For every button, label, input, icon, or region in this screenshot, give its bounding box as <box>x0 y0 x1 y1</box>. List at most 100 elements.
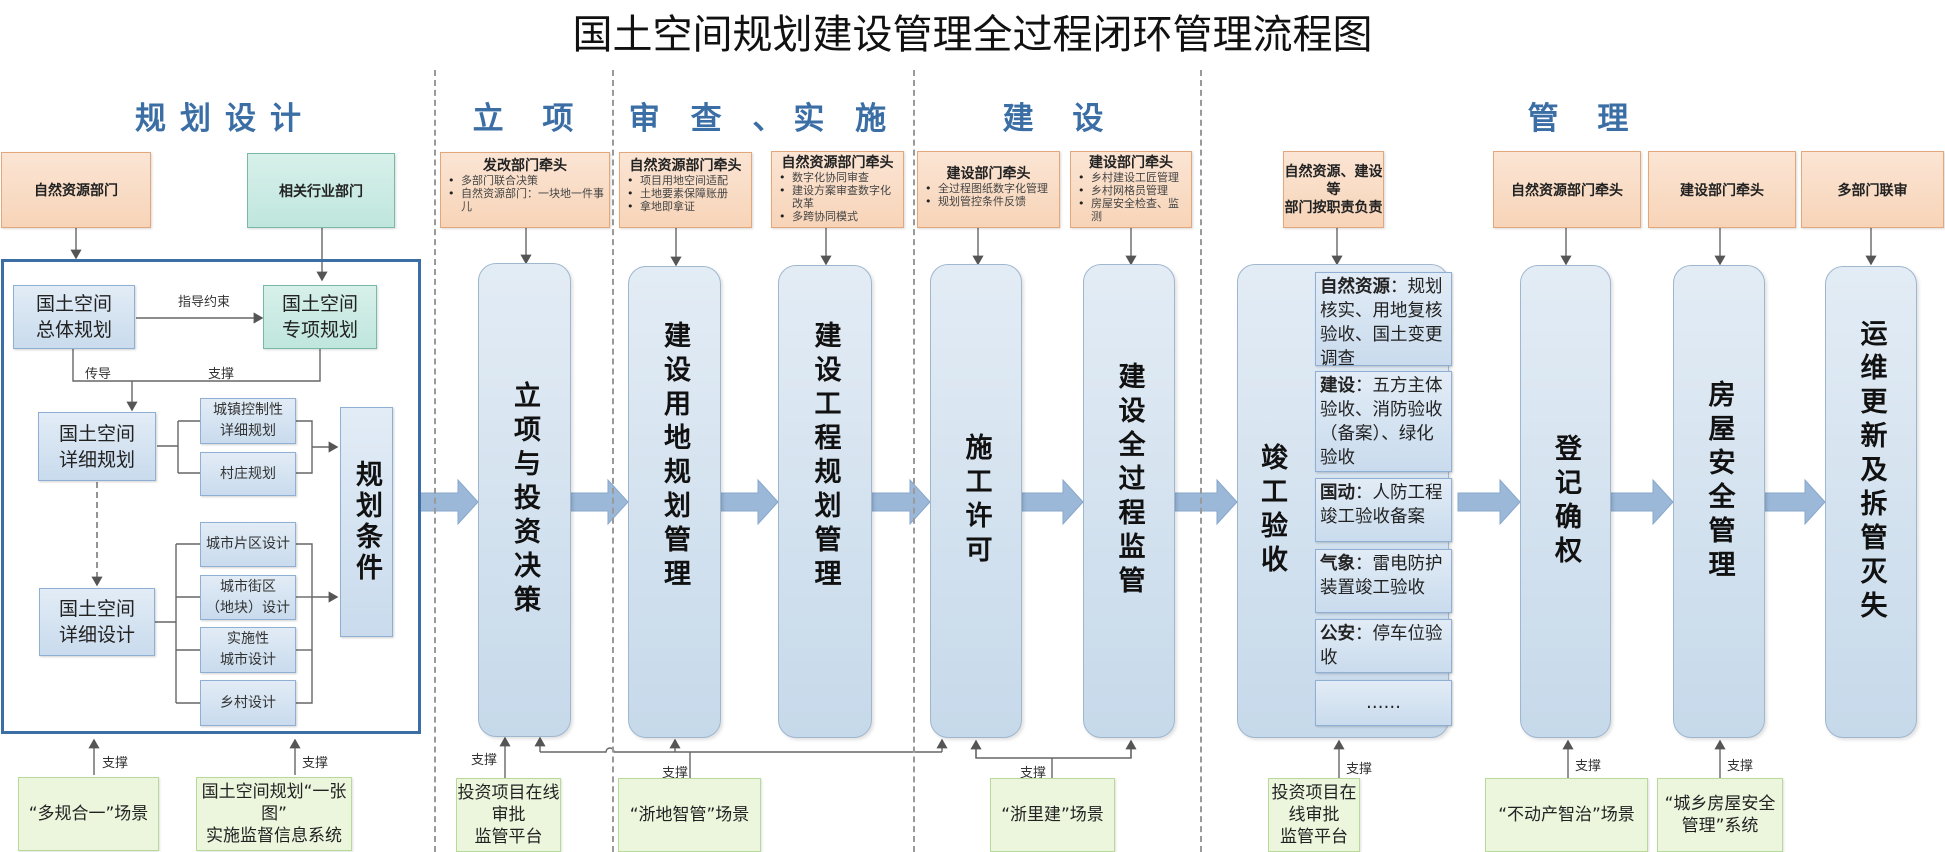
stage-label: 立项与投资决策 <box>509 381 540 619</box>
support-label: 支撑 <box>1575 759 1602 774</box>
planning-frame <box>1 259 421 734</box>
scenario-label: 投资项目在线审批 监管平台 <box>1271 783 1357 847</box>
dept-item: 多部门联合决策 <box>448 174 605 187</box>
scenario-label: “城乡房屋安全 管理”系统 <box>1664 794 1776 836</box>
box-village-plan: 村庄规划 <box>200 452 296 496</box>
support-label: 支撑 <box>302 756 329 771</box>
dept-box: 多部门联审 <box>1801 151 1944 228</box>
acceptance-text: 五方主体验收、消防验收（备案）、绿化验收 <box>1320 376 1443 468</box>
acceptance-text: 规划核实、用地复核验收、国土变更调查 <box>1320 277 1443 369</box>
support-label: 支撑 <box>662 766 689 781</box>
dept-box: 自然资源部门牵头 数字化协同审查 建设方案审查数字化改革 多跨协同模式 <box>771 151 904 228</box>
scenario-label: 国土空间规划“一张图” 实施监督信息系统 <box>201 782 347 846</box>
dept-head: 自然资源部门牵头 <box>781 155 894 171</box>
dept-box: 自然资源部门牵头 <box>1493 151 1641 228</box>
flow-arrow <box>1174 478 1238 526</box>
stage-construction-permit: 施工许可 <box>930 264 1022 738</box>
phase-divider <box>434 70 436 852</box>
dept-box: 自然资源、建设等 部门按职责负责 <box>1283 151 1384 228</box>
dept-item: 土地要素保障账册 <box>627 187 747 200</box>
acceptance-dept: 气象 <box>1320 554 1355 574</box>
dept-item: 乡村建设工匠管理 <box>1078 171 1187 184</box>
dept-item: 自然资源部门：一块地一件事儿 <box>448 187 605 213</box>
stage-project-initiation: 立项与投资决策 <box>478 263 571 737</box>
label-support: 支撑 <box>208 367 235 382</box>
acceptance-sep: ： <box>1355 624 1373 644</box>
scenario-box: 国土空间规划“一张图” 实施监督信息系统 <box>196 777 352 851</box>
dept-item: 拿地即拿证 <box>627 200 747 213</box>
phase-divider <box>612 70 614 852</box>
scenario-label: “多规合一”场景 <box>28 804 149 824</box>
acceptance-sep: ： <box>1355 483 1373 503</box>
acceptance-item-more: …… <box>1315 680 1452 726</box>
acceptance-sep: ： <box>1355 554 1373 574</box>
dept-head: 建设部门牵头 <box>946 166 1031 182</box>
dept-item: 全过程图纸数字化管理 <box>925 182 1055 195</box>
dept-item: 规划管控条件反馈 <box>925 195 1055 208</box>
dept-items: 数字化协同审查 建设方案审查数字化改革 多跨协同模式 <box>776 171 899 223</box>
scenario-box: “城乡房屋安全 管理”系统 <box>1657 778 1783 852</box>
stage-label: 运维更新及拆管灭失 <box>1855 319 1887 625</box>
phase-divider <box>913 70 915 852</box>
dept-related-industry: 相关行业部门 <box>247 153 395 228</box>
dept-box: 自然资源部门牵头 项目用地空间适配 土地要素保障账册 拿地即拿证 <box>619 152 752 228</box>
dept-head: 建设部门牵头 <box>1089 155 1173 171</box>
support-label: 支撑 <box>102 756 129 771</box>
scenario-box: “浙地智管”场景 <box>618 778 761 852</box>
stage-label: 建设用地规划管理 <box>659 321 690 593</box>
scenario-label: “不动产智治”场景 <box>1498 805 1635 825</box>
dept-box: 发改部门牵头 多部门联合决策 自然资源部门：一块地一件事儿 <box>440 152 610 228</box>
acceptance-dept: 建设 <box>1320 376 1355 396</box>
dept-items: 项目用地空间适配 土地要素保障账册 拿地即拿证 <box>624 174 747 213</box>
stage-registration: 登记确权 <box>1520 265 1611 738</box>
scenario-box: 投资项目在线审批 监管平台 <box>1268 778 1360 852</box>
box-rural-design: 乡村设计 <box>200 680 296 726</box>
box-overall-plan: 国土空间 总体规划 <box>13 285 135 349</box>
acceptance-sep: ： <box>1355 376 1373 396</box>
dept-item: 项目用地空间适配 <box>627 174 747 187</box>
dept-box: 建设部门牵头 乡村建设工匠管理 乡村网格员管理 房屋安全检查、监测 <box>1070 151 1192 228</box>
stage-label: 竣工验收 <box>1256 443 1287 579</box>
stage-operation-renewal: 运维更新及拆管灭失 <box>1825 266 1917 738</box>
support-label: 支撑 <box>1727 759 1754 774</box>
acceptance-dept: 国动 <box>1320 483 1355 503</box>
box-planning-conditions: 规划条件 <box>340 407 393 637</box>
phase-heading-planning: 规划设计 <box>135 101 315 137</box>
stage-label: 施工许可 <box>960 433 992 569</box>
dept-box: 建设部门牵头 <box>1648 151 1796 228</box>
acceptance-item: 国动：人防工程竣工验收备案 <box>1315 478 1452 542</box>
scenario-label: “浙里建”场景 <box>1001 805 1104 825</box>
dept-item: 房屋安全检查、监测 <box>1078 197 1187 223</box>
scenario-box: “多规合一”场景 <box>18 777 159 851</box>
scenario-label: “浙地智管”场景 <box>629 805 750 825</box>
dept-item: 建设方案审查数字化改革 <box>779 184 899 210</box>
acceptance-text: 人防工程竣工验收备案 <box>1320 483 1443 527</box>
stage-housing-safety: 房屋安全管理 <box>1673 265 1765 738</box>
acceptance-text: 停车位验收 <box>1320 624 1443 668</box>
flow-arrow <box>1457 478 1521 526</box>
flow-arrow <box>871 478 931 526</box>
phase-heading-initiation: 立 项 <box>472 101 588 137</box>
acceptance-text: 雷电防护装置竣工验收 <box>1320 554 1443 598</box>
flow-arrow <box>419 478 479 526</box>
box-town-control-plan: 城镇控制性 详细规划 <box>200 398 296 444</box>
label-transmit: 传导 <box>85 367 112 382</box>
dept-item: 乡村网格员管理 <box>1078 184 1187 197</box>
stage-process-supervision: 建设全过程监管 <box>1083 264 1175 738</box>
scenario-label: 投资项目在线审批 监管平台 <box>457 783 560 847</box>
dept-head: 自然资源、建设等 部门按职责负责 <box>1284 163 1383 216</box>
box-detail-design: 国土空间 详细设计 <box>39 588 155 656</box>
dept-item: 数字化协同审查 <box>779 171 899 184</box>
stage-label: 建设工程规划管理 <box>809 320 841 593</box>
acceptance-text: …… <box>1366 693 1401 713</box>
flow-arrow <box>1021 478 1084 526</box>
dept-items: 多部门联合决策 自然资源部门：一块地一件事儿 <box>445 174 605 213</box>
stage-label: 建设全过程监管 <box>1113 362 1145 600</box>
acceptance-item: 公安：停车位验收 <box>1315 619 1452 673</box>
label-guide-constraint: 指导约束 <box>178 295 231 310</box>
dept-head: 自然资源部门牵头 <box>629 158 742 174</box>
acceptance-item: 自然资源：规划核实、用地复核验收、国土变更调查 <box>1315 272 1452 369</box>
acceptance-item: 气象：雷电防护装置竣工验收 <box>1315 549 1452 613</box>
dept-item: 多跨协同模式 <box>779 210 899 223</box>
scenario-box: 投资项目在线审批 监管平台 <box>456 778 561 852</box>
